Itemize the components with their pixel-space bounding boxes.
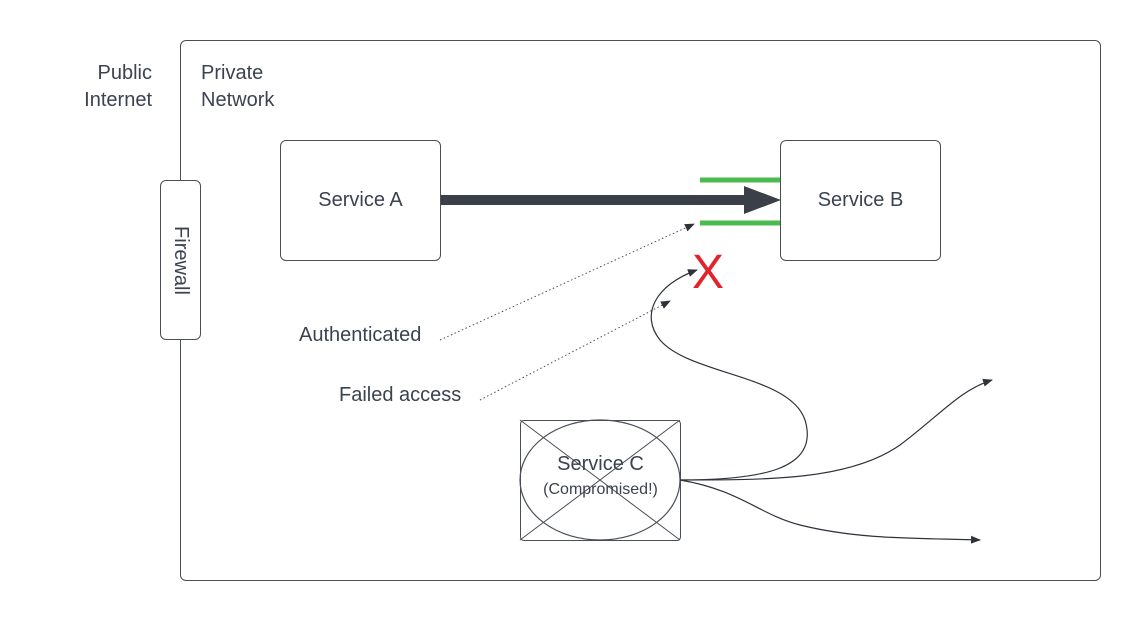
service-b-node: Service B xyxy=(780,140,941,261)
exfil-path-lower xyxy=(679,479,981,544)
service-c-label: Service C xyxy=(557,453,644,475)
blocked-x-mark: X xyxy=(692,246,725,299)
a-to-b-arrowhead xyxy=(744,186,781,214)
service-c-cross-line-2 xyxy=(519,419,681,541)
failed-access-label: Failed access xyxy=(339,384,462,406)
authenticated-pointer xyxy=(439,223,695,341)
service-b-label: Service B xyxy=(817,189,904,211)
failed-access-pointer xyxy=(479,300,671,401)
service-a-label: Service A xyxy=(318,189,403,211)
private-network-label: Private Network xyxy=(201,62,275,111)
service-a-node: Service A xyxy=(280,140,441,261)
authenticated-label: Authenticated xyxy=(299,324,422,346)
failed-access-path xyxy=(650,269,808,481)
firewall-node: Firewall xyxy=(160,180,201,340)
exfil-path-upper xyxy=(679,378,993,481)
public-internet-label: Public Internet xyxy=(84,62,152,111)
service-c-sublabel: (Compromised!) xyxy=(543,481,658,498)
